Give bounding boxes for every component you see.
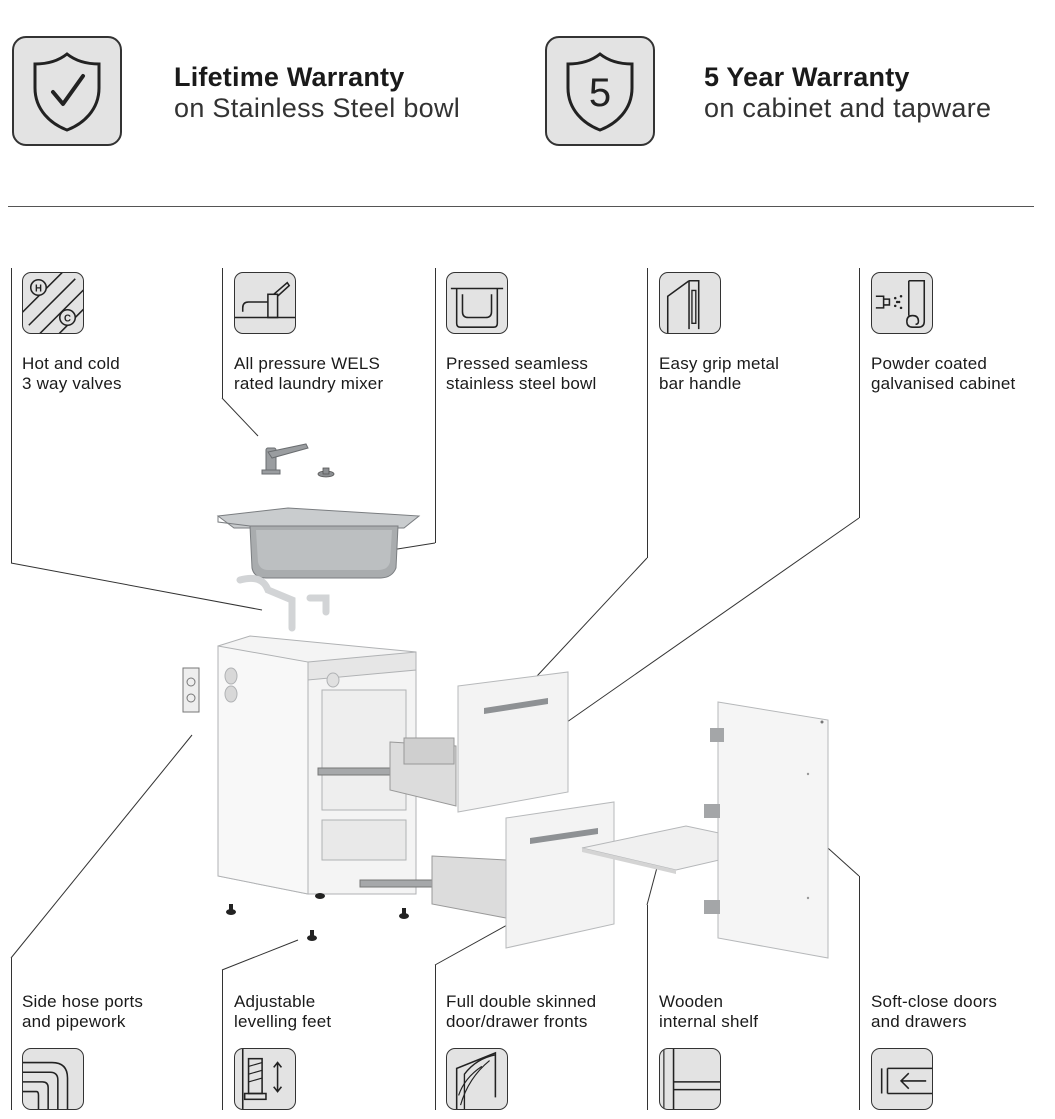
stainless-sink xyxy=(216,507,421,579)
feature-label-internal-shelf: Wooden internal shelf xyxy=(659,992,759,1031)
shield-check-icon xyxy=(33,52,101,132)
feature-label-hose-ports: Side hose ports and pipework xyxy=(22,992,144,1031)
upper-drawer-front xyxy=(457,671,569,813)
warranty-subtitle: on cabinet and tapware xyxy=(704,93,992,123)
shield-number: 5 xyxy=(589,71,611,115)
powder-coat-icon xyxy=(871,272,933,334)
warranty-title: Lifetime Warranty xyxy=(174,62,405,92)
lifetime-warranty-text: Lifetime Warranty on Stainless Steel bow… xyxy=(174,62,460,124)
leader-line xyxy=(222,970,223,1110)
svg-text:C: C xyxy=(64,313,71,324)
leader-line xyxy=(222,268,223,398)
five-year-warranty-badge: 5 xyxy=(545,36,655,146)
hot-cold-valve-icon: H C xyxy=(22,272,84,334)
pipework-icon xyxy=(22,1048,84,1110)
leader-line xyxy=(647,268,648,558)
feature-label-hot-cold-valves: Hot and cold 3 way valves xyxy=(22,354,122,393)
cabinet-body xyxy=(217,635,417,895)
shield-five-icon: 5 xyxy=(566,52,634,132)
seamless-bowl-icon xyxy=(446,272,508,334)
bar-handle-icon xyxy=(659,272,721,334)
lower-drawer-box xyxy=(431,855,507,919)
warranty-subtitle: on Stainless Steel bowl xyxy=(174,93,461,123)
leader-line xyxy=(859,268,860,518)
svg-text:H: H xyxy=(35,283,42,294)
upper-drawer-box xyxy=(389,737,457,807)
shelf-icon xyxy=(659,1048,721,1110)
sink-plug xyxy=(317,467,335,478)
soft-close-icon xyxy=(871,1048,933,1110)
lifetime-warranty-badge xyxy=(12,36,122,146)
leader-line xyxy=(647,905,648,1110)
lower-drawer-front xyxy=(505,801,615,949)
leader-line xyxy=(11,268,12,563)
mixer-tap-icon xyxy=(234,272,296,334)
double-skin-icon xyxy=(446,1048,508,1110)
levelling-feet-icon xyxy=(234,1048,296,1110)
levelling-feet xyxy=(226,893,409,941)
feature-label-seamless-bowl: Pressed seamless stainless steel bowl xyxy=(446,354,597,393)
feature-label-laundry-mixer: All pressure WELS rated laundry mixer xyxy=(234,354,384,393)
leader-line xyxy=(435,268,436,543)
leader-line xyxy=(859,876,860,1110)
hose-port-plate xyxy=(182,667,200,713)
feature-label-bar-handle: Easy grip metal bar handle xyxy=(659,354,780,393)
feature-label-soft-close: Soft-close doors and drawers xyxy=(871,992,998,1031)
five-year-warranty-text: 5 Year Warranty on cabinet and tapware xyxy=(704,62,991,124)
feature-label-levelling-feet: Adjustable levelling feet xyxy=(234,992,332,1031)
warranty-title: 5 Year Warranty xyxy=(704,62,910,92)
mixer-tap xyxy=(261,443,309,475)
section-divider xyxy=(8,206,1034,207)
leader-line xyxy=(11,958,12,1110)
feature-label-powder-coated: Powder coated galvanised cabinet xyxy=(871,354,1016,393)
feature-label-double-skinned: Full double skinned door/drawer fronts xyxy=(446,992,597,1031)
cabinet-door xyxy=(704,701,829,959)
waste-pipework xyxy=(236,574,330,632)
leader-line xyxy=(435,965,436,1110)
